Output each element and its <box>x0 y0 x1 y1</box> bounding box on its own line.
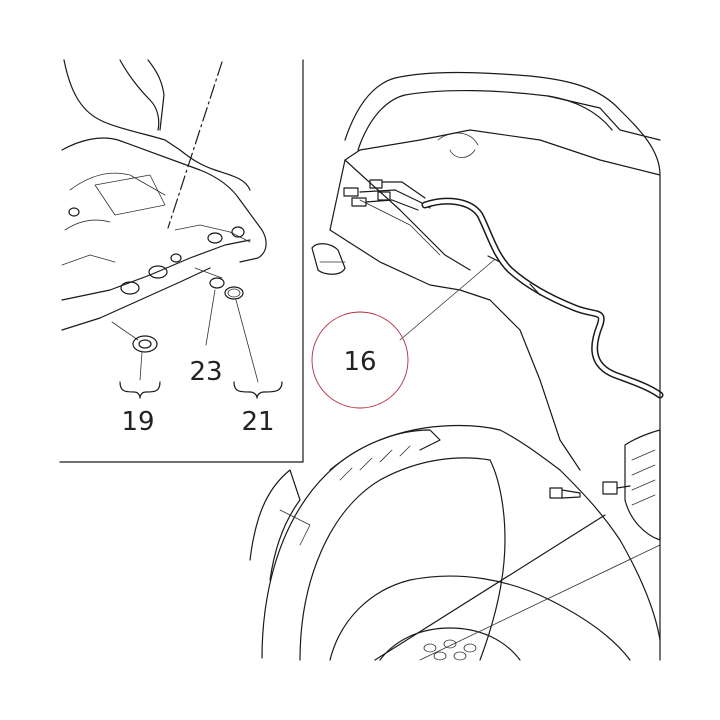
inset-detail-panel: 19 23 21 <box>59 59 304 463</box>
inset-cowl-outline <box>63 59 251 191</box>
inset-bracket-lower <box>61 267 211 331</box>
inset-cowl-inner <box>119 59 160 131</box>
brace-19 <box>119 381 161 399</box>
inset-bracket-top <box>61 137 267 263</box>
mounting-bolt <box>549 487 581 499</box>
leader-16 <box>399 259 495 341</box>
rear-wheel-arc <box>329 575 631 661</box>
inset-bracket-edge <box>61 239 251 301</box>
callout-21: 21 <box>241 407 274 437</box>
wiring-connector-cluster <box>343 179 431 211</box>
bracket-hole <box>148 265 168 279</box>
side-panel-top <box>329 129 661 231</box>
bracket-hole <box>207 232 223 244</box>
leader-23 <box>205 289 216 346</box>
brace-21 <box>233 381 283 399</box>
part-21-oring <box>224 286 244 300</box>
relay-connector-cluster <box>602 429 661 541</box>
leader-19 <box>139 351 143 381</box>
callout-16: 16 <box>343 347 376 377</box>
callout-23: 23 <box>189 357 222 387</box>
rear-fender-outer <box>261 424 501 659</box>
part-16-wiring-harness <box>421 197 664 399</box>
part-23-washer <box>209 277 225 289</box>
assembly-axis-line <box>167 61 223 229</box>
part-19-nut <box>132 335 158 353</box>
main-vehicle-view: 16 <box>249 71 664 661</box>
rear-wheel-hub <box>379 627 521 661</box>
reference-line <box>374 514 606 661</box>
bracket-hole <box>120 281 140 295</box>
inset-frame <box>59 59 304 463</box>
bracket-hole <box>170 253 182 263</box>
wheel-tread <box>423 639 477 661</box>
tail-grab-handle <box>344 71 661 176</box>
callout-19: 19 <box>121 407 154 437</box>
rear-fender-inner <box>299 457 491 661</box>
mount-boss <box>311 243 346 275</box>
side-panel-edge <box>329 229 581 471</box>
bracket-hole <box>231 226 245 238</box>
leader-21 <box>235 299 259 383</box>
highlight-circle <box>311 311 409 409</box>
